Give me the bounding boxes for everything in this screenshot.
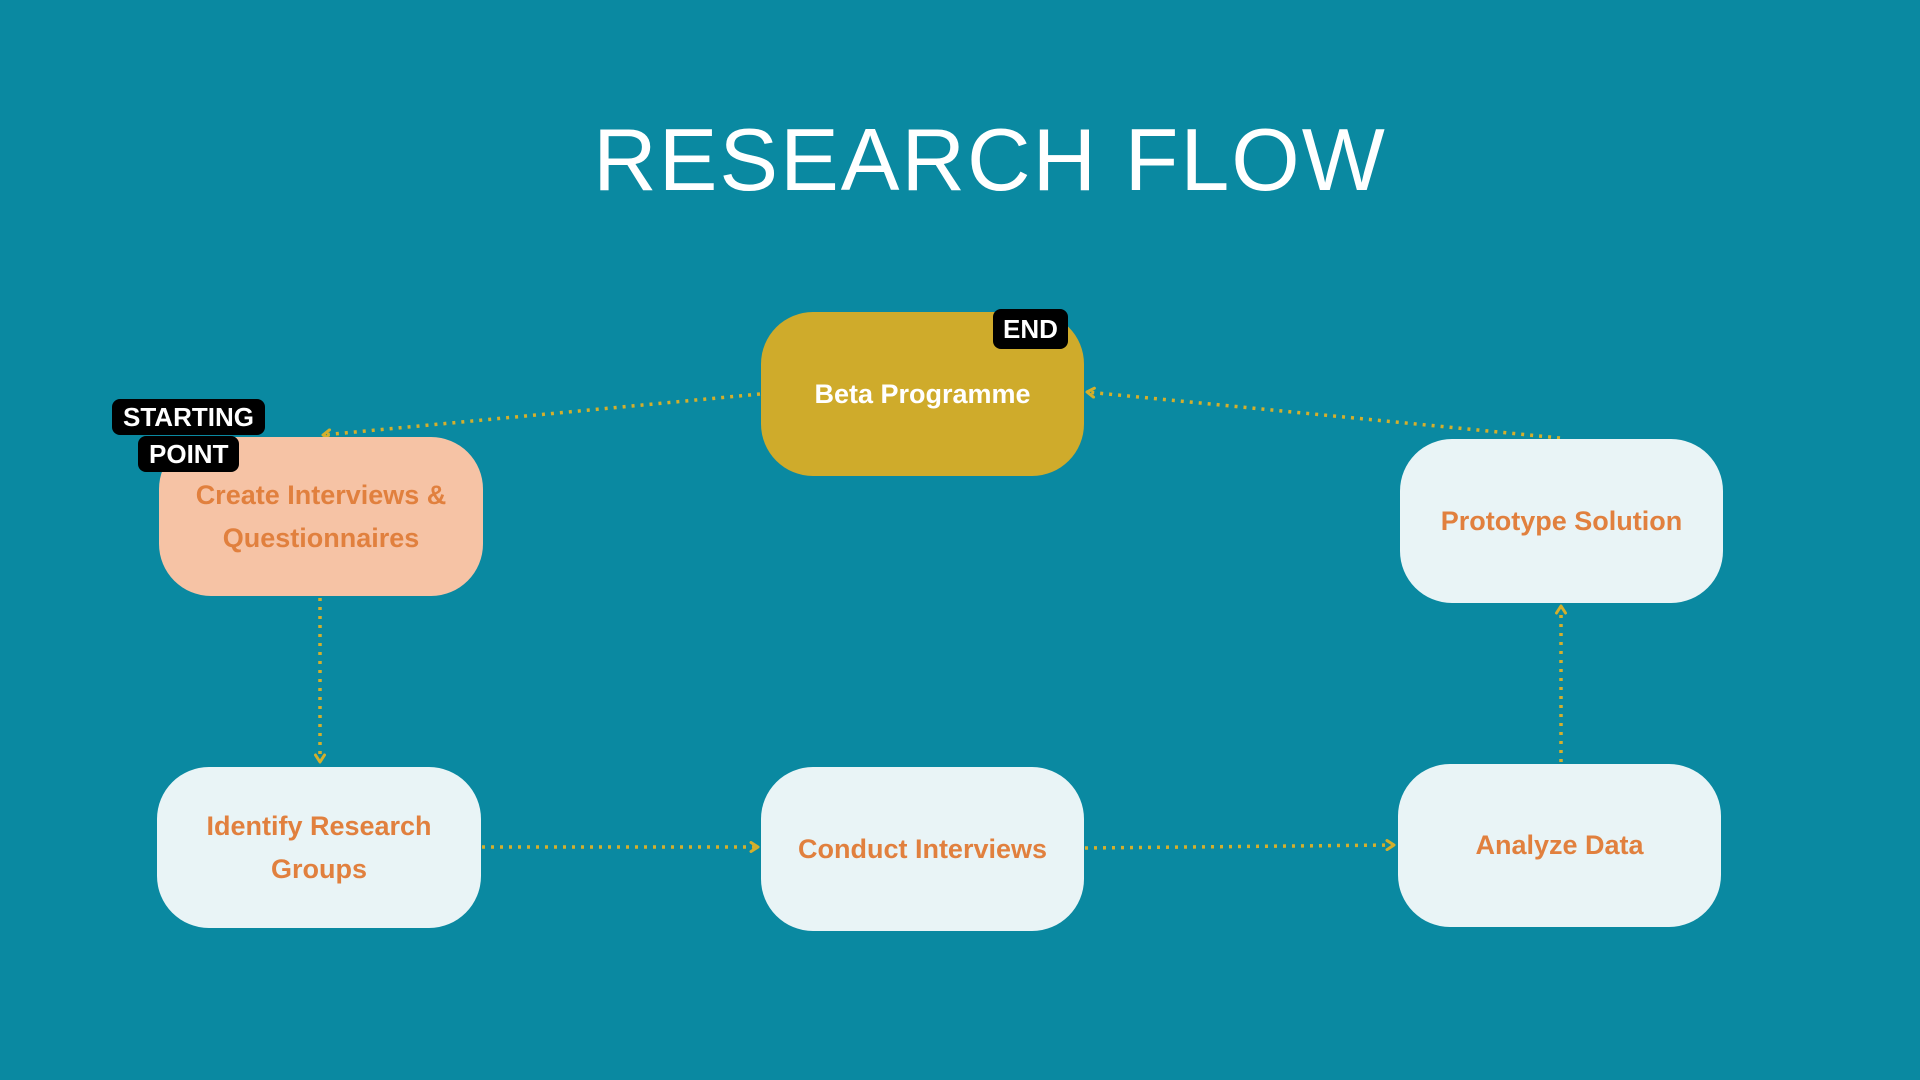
- end-tag: END: [993, 309, 1068, 349]
- node-create-line1: Create Interviews &: [195, 479, 447, 510]
- node-identify-label: Identify Research Groups: [206, 805, 431, 891]
- page-title: RESEARCH FLOW: [593, 110, 1387, 209]
- node-prototype-label: Prototype Solution: [1440, 505, 1683, 536]
- node-analyze-label: Analyze Data: [1475, 830, 1644, 860]
- node-create-interviews-label: Create Interviews & Questionnaires: [196, 474, 447, 560]
- starting-point-tag-line1: STARTING: [112, 399, 265, 435]
- node-beta-label: Beta Programme: [814, 378, 1031, 409]
- node-prototype-solution[interactable]: Prototype Solution: [1400, 439, 1723, 603]
- node-identify-line1: Identify Research: [206, 810, 432, 841]
- node-conduct-interviews[interactable]: Conduct Interviews: [761, 767, 1084, 931]
- connector-prototype-to-beta: [1085, 386, 1561, 440]
- node-analyze-data[interactable]: Analyze Data: [1398, 764, 1721, 927]
- starting-point-tag-line2: POINT: [138, 436, 240, 472]
- connector-conduct-to-analyze: [1084, 839, 1396, 852]
- node-conduct-label: Conduct Interviews: [797, 833, 1048, 864]
- node-identify-line2: Groups: [270, 853, 367, 884]
- node-identify-research-groups[interactable]: Identify Research Groups: [157, 767, 481, 928]
- connector-beta-to-create: [321, 392, 761, 441]
- node-create-line2: Questionnaires: [222, 522, 420, 553]
